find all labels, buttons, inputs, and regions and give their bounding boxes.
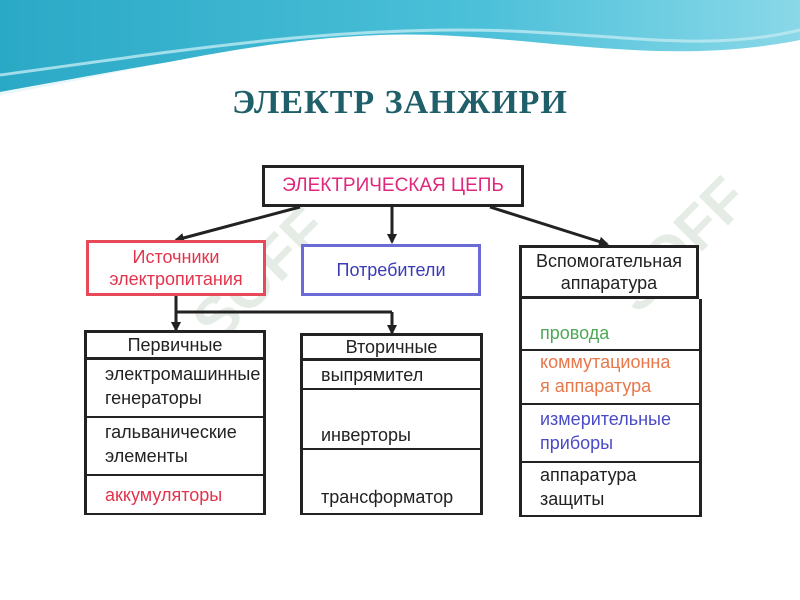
item-line: электромашинные	[105, 364, 261, 384]
consumers-node: Потребители	[301, 244, 481, 296]
item-line: генераторы	[105, 388, 202, 408]
consumers-label: Потребители	[336, 260, 446, 280]
divider	[519, 461, 702, 463]
divider	[519, 515, 702, 517]
primary-header-box: Первичные	[84, 330, 266, 360]
secondary-header-label: Вторичные	[345, 336, 438, 357]
divider	[519, 403, 702, 405]
primary-column: электромашинные генераторы гальванически…	[84, 360, 266, 515]
auxiliary-label-line2: аппаратура	[560, 273, 658, 293]
arrow-to-auxiliary	[489, 205, 609, 247]
item-line: аппаратура	[540, 465, 637, 485]
list-item: аккумуляторы	[105, 483, 222, 507]
item-line: коммутационна	[540, 352, 671, 372]
sources-node: Источники электропитания	[86, 240, 266, 296]
root-label: ЭЛЕКТРИЧЕСКАЯ ЦЕПЬ	[282, 175, 504, 196]
list-item: инверторы	[321, 425, 411, 445]
list-item: электромашинные генераторы	[105, 362, 260, 410]
secondary-header-box: Вторичные	[300, 333, 483, 361]
list-item: провода	[540, 321, 609, 345]
divider	[300, 513, 483, 515]
item-line: я аппаратура	[540, 376, 652, 396]
divider	[84, 416, 266, 418]
divider	[300, 388, 483, 390]
header-wave-decoration	[0, 0, 800, 98]
auxiliary-node: Вспомогательная аппаратура	[519, 245, 699, 299]
sources-label-line2: электропитания	[109, 269, 243, 289]
item-line: измерительные	[540, 409, 671, 429]
divider	[84, 513, 266, 515]
list-item: измерительные приборы	[540, 407, 671, 455]
auxiliary-label-line1: Вспомогательная	[536, 251, 682, 271]
divider	[300, 448, 483, 450]
item-line: элементы	[105, 446, 188, 466]
divider	[84, 474, 266, 476]
auxiliary-column: провода коммутационна я аппаратура измер…	[519, 299, 702, 517]
primary-header-label: Первичные	[127, 334, 223, 355]
divider	[519, 349, 702, 351]
list-item: аппаратура защиты	[540, 463, 636, 511]
list-item: коммутационна я аппаратура	[540, 350, 670, 398]
list-item: гальванические элементы	[105, 420, 237, 468]
item-line: провода	[540, 323, 610, 343]
root-node: ЭЛЕКТРИЧЕСКАЯ ЦЕПЬ	[262, 165, 524, 207]
sources-label-line1: Источники	[132, 247, 220, 267]
secondary-column: выпрямител инверторы трансформатор	[300, 361, 483, 515]
list-item: выпрямител	[321, 365, 424, 385]
arrow-to-sources	[174, 205, 301, 243]
page-title: ЭЛЕКТР ЗАНЖИРИ	[232, 84, 568, 121]
item-line: защиты	[540, 489, 605, 509]
item-line: аккумуляторы	[105, 485, 223, 505]
item-line: гальванические	[105, 422, 237, 442]
item-line: приборы	[540, 433, 614, 453]
list-item: трансформатор	[321, 487, 454, 507]
